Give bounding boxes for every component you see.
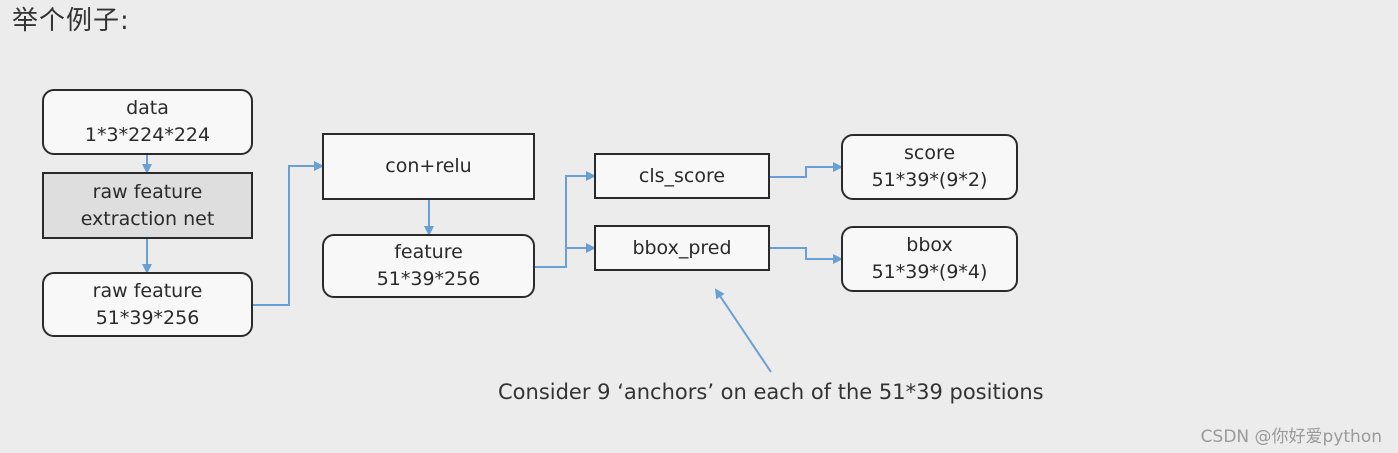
node-score-label: score [903, 142, 956, 164]
node-data-shape: 1*3*224*224 [84, 124, 211, 146]
arrow-bbox-pred-to-bbox [769, 247, 843, 264]
node-raw-feature-shape: 51*39*256 [95, 306, 200, 329]
node-raw-feature-label: raw feature [92, 279, 203, 302]
anchors-caption: Consider 9 ‘anchors’ on each of the 51*3… [498, 380, 1044, 404]
arrow-caption-to-bbox-pred [714, 288, 772, 373]
node-bbox: bbox 51*39*(9*4) [841, 226, 1018, 292]
node-feature: feature 51*39*256 [322, 234, 535, 298]
node-cls-score: cls_score [594, 153, 770, 199]
node-score-shape: 51*39*(9*2) [871, 169, 988, 191]
node-conv-label: con+relu [385, 155, 472, 177]
node-data-label: data [126, 97, 169, 119]
node-score: score 51*39*(9*2) [841, 134, 1018, 200]
arrow-raw-feature-to-conv [252, 161, 324, 306]
node-data: data 1*3*224*224 [42, 89, 253, 155]
node-feature-shape: 51*39*256 [376, 268, 481, 290]
arrow-feature-to-cls-score [534, 171, 596, 268]
node-raw-net-line2: extraction net [80, 207, 215, 230]
node-raw-feature: raw feature 51*39*256 [42, 272, 253, 337]
watermark: CSDN @你好爱python [1200, 427, 1382, 447]
node-conv-relu: con+relu [322, 133, 535, 200]
node-bbox-shape: 51*39*(9*4) [871, 261, 988, 283]
node-bbox-pred-label: bbox_pred [632, 236, 732, 259]
node-cls-score-label: cls_score [638, 164, 726, 187]
arrow-cls-score-to-score [769, 162, 843, 178]
node-feature-label: feature [394, 241, 463, 263]
page-heading: 举个例子: [12, 6, 130, 36]
node-raw-net-line1: raw feature [92, 180, 203, 203]
node-bbox-label: bbox [906, 234, 953, 256]
node-bbox-pred: bbox_pred [594, 225, 770, 271]
node-raw-feature-extraction-net: raw feature extraction net [42, 172, 253, 239]
